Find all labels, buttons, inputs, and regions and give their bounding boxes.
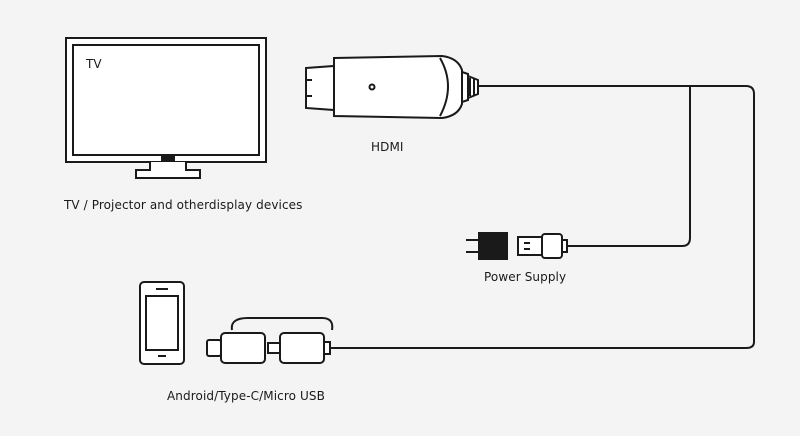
- hdmi-connector-icon: [305, 54, 479, 120]
- tv-label: TV: [86, 57, 102, 71]
- phone-ports-label: Android/Type-C/Micro USB: [167, 389, 325, 403]
- hdmi-label: HDMI: [371, 140, 404, 154]
- usb-c-connector-icon: [206, 332, 266, 364]
- tv-icon: [65, 37, 267, 179]
- display-devices-label: TV / Projector and otherdisplay devices: [64, 198, 303, 212]
- cable-lines: [230, 85, 755, 349]
- power-plug-icon: [466, 232, 508, 260]
- power-supply-label: Power Supply: [484, 270, 567, 284]
- usb-a-connector-icon: [517, 233, 568, 259]
- micro-usb-connector-icon: [267, 332, 331, 364]
- smartphone-icon: [139, 281, 185, 365]
